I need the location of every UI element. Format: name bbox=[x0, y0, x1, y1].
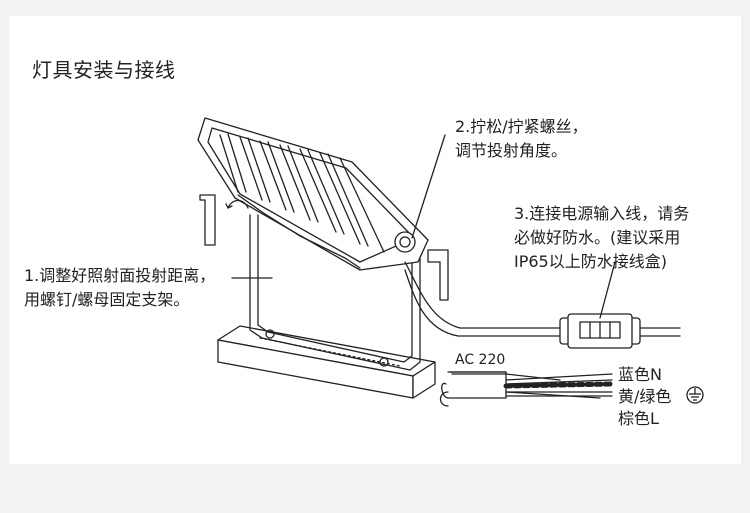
leader-line-angle bbox=[411, 134, 446, 239]
power-note-line-1: 3.连接电源输入线，请务 bbox=[514, 204, 690, 223]
wire-label-blue-neutral: 蓝色N bbox=[618, 365, 662, 384]
power-note-line-2: 必做好防水。(建议采用 bbox=[514, 228, 681, 247]
waterproof-junction-box bbox=[559, 313, 641, 349]
angle-adjust-note: 2.拧松/拧紧螺丝， 调节投射角度。 bbox=[455, 115, 588, 163]
ground-symbol-icon bbox=[686, 386, 704, 404]
power-connection-note: 3.连接电源输入线，请务 必做好防水。(建议采用 IP65以上防水接线盒) bbox=[514, 202, 689, 274]
ac-voltage-label: AC 220 bbox=[455, 352, 506, 368]
stand-fixing-note: 1.调整好照射面投射距离， 用螺钉/螺母固定支架。 bbox=[24, 264, 215, 312]
wire-label-brown-live: 棕色L bbox=[618, 409, 659, 428]
cable-wire-yellow-green bbox=[503, 381, 615, 389]
angle-note-line-1: 2.拧松/拧紧螺丝， bbox=[455, 117, 588, 136]
floodlight-body bbox=[197, 117, 429, 271]
cable-wire-brown bbox=[505, 391, 613, 397]
pivot-knob-left bbox=[199, 194, 249, 246]
heatsink-fins bbox=[219, 133, 385, 253]
stand-note-line-1: 1.调整好照射面投射距离， bbox=[24, 266, 216, 285]
power-note-line-3: IP65以上防水接线盒) bbox=[514, 252, 667, 271]
power-cord bbox=[404, 261, 681, 337]
stand-bracket bbox=[249, 214, 421, 371]
stand-note-line-2: 用螺钉/螺母固定支架。 bbox=[24, 290, 190, 309]
leader-line-power bbox=[599, 261, 616, 319]
page-title: 灯具安装与接线 bbox=[32, 58, 176, 82]
wire-label-yellow-green-ground: 黄/绿色 bbox=[618, 387, 672, 406]
angle-note-line-2: 调节投射角度。 bbox=[455, 141, 568, 160]
ac-cable bbox=[439, 371, 601, 407]
pivot-knob-right bbox=[394, 231, 449, 301]
